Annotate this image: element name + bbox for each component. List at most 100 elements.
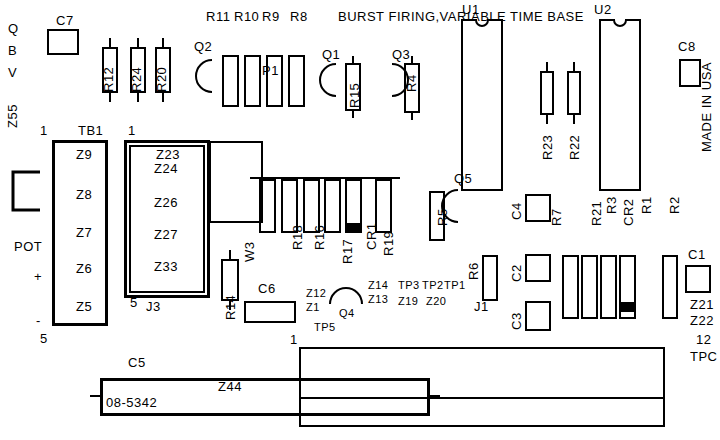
part-label: J3 [146,300,161,314]
part-label: Q5 [454,172,472,186]
resistor-symbol [483,256,497,300]
part-label: R3 [605,196,619,214]
part-label: Z14 [368,278,388,292]
capacitor-body: C5Z4408-5342 [100,378,430,416]
capacitor-symbol [526,195,710,330]
part-label: 1 [290,333,298,347]
part-label: Z5 [76,300,92,314]
part-label: U1 [462,3,480,17]
resistor-symbol [563,256,677,318]
part-label: C8 [678,40,696,54]
part-label: Z20 [426,294,446,308]
part-label: - [36,314,41,328]
part-label: R20 [155,67,169,92]
part-label: Q1 [322,48,340,62]
resistor-symbol [405,64,419,112]
ic-outline [600,20,640,190]
part-label: Z22 [690,314,714,328]
part-label: Q [8,22,19,36]
part-label: Z6 [76,262,92,276]
part-label: Z1 [306,300,320,314]
diode-band [346,224,361,232]
part-label: P1 [262,64,279,78]
part-label: Z55 [6,104,20,128]
part-label: 08-5342 [106,396,157,410]
part-label: TB1 [78,124,103,138]
part-label: MADE IN USA [700,62,714,152]
board-title: BURST FIRING,VARIABLE TIME BASE [338,10,584,24]
part-label: R10 [234,10,259,24]
part-label: Z24 [154,162,178,176]
part-label: Q3 [392,48,410,62]
part-label: R2 [668,196,682,214]
part-label: R7 [550,208,564,226]
part-label: Z8 [76,188,92,202]
part-label: R16 [313,225,327,250]
transistor-symbol [320,64,336,96]
capacitor-symbol [680,60,700,86]
part-label: R12 [102,67,116,92]
part-label: R21 [590,201,604,226]
resistor-symbol [541,62,580,124]
part-label: 1 [128,124,136,138]
part-label: R8 [290,10,308,24]
capacitor-symbol [245,302,295,322]
part-label: R6 [467,262,481,280]
part-label: + [34,270,42,284]
part-label: Q4 [339,306,355,320]
connector-outline [210,142,262,222]
part-label: R17 [341,239,355,264]
part-label: CR1 [365,222,379,250]
ic-outline [462,20,502,190]
part-label: 5 [130,296,138,310]
part-label: Z7 [76,226,92,240]
lead-line [430,395,440,397]
resistor-symbol [223,56,304,106]
jumper-outline [13,172,40,210]
terminal-block: TB1Z9Z8Z7Z6Z5 [52,140,108,326]
part-label: Z44 [218,380,242,394]
part-label: R18 [291,225,305,250]
part-label: Z12 [306,286,326,300]
connector-block: Z23Z24Z26Z27Z33J3 [124,140,210,298]
part-label: Q2 [194,40,212,54]
diode-band [620,303,635,311]
part-label: C2 [510,264,524,282]
part-label: R15 [348,83,362,108]
part-label: C3 [510,312,524,330]
resistor-symbol [103,38,170,102]
part-label: J1 [474,300,489,314]
connector-outline [130,146,204,292]
transistor-symbol [196,60,212,92]
part-label: R9 [262,10,280,24]
part-label: C5 [128,356,146,370]
part-label: C4 [510,202,524,220]
part-label: TP1 [444,278,466,292]
part-label: R23 [541,135,555,160]
part-label: 1 [40,124,48,138]
part-label: Z19 [398,294,418,308]
part-label: TP5 [314,320,336,334]
part-label: V [8,66,17,80]
part-label: Z23 [156,148,180,162]
part-label: W3 [243,242,257,263]
part-label: R24 [130,67,144,92]
capacitor-symbol [48,30,78,54]
part-label: Z33 [154,260,178,274]
part-label: C1 [688,248,706,262]
lead-line [90,395,100,397]
part-label: R19 [382,231,396,256]
part-label: R4 [405,74,419,92]
part-label: Z27 [154,228,178,242]
part-label: B [8,44,17,58]
part-label: Z26 [154,196,178,210]
part-label: R14 [224,295,238,320]
part-label: Z9 [76,148,92,162]
part-label: R11 [206,10,230,24]
part-label: 12 [696,333,711,347]
part-label: Z21 [690,298,714,312]
part-label: TP3 [398,278,420,292]
part-label: R5 [436,208,450,226]
